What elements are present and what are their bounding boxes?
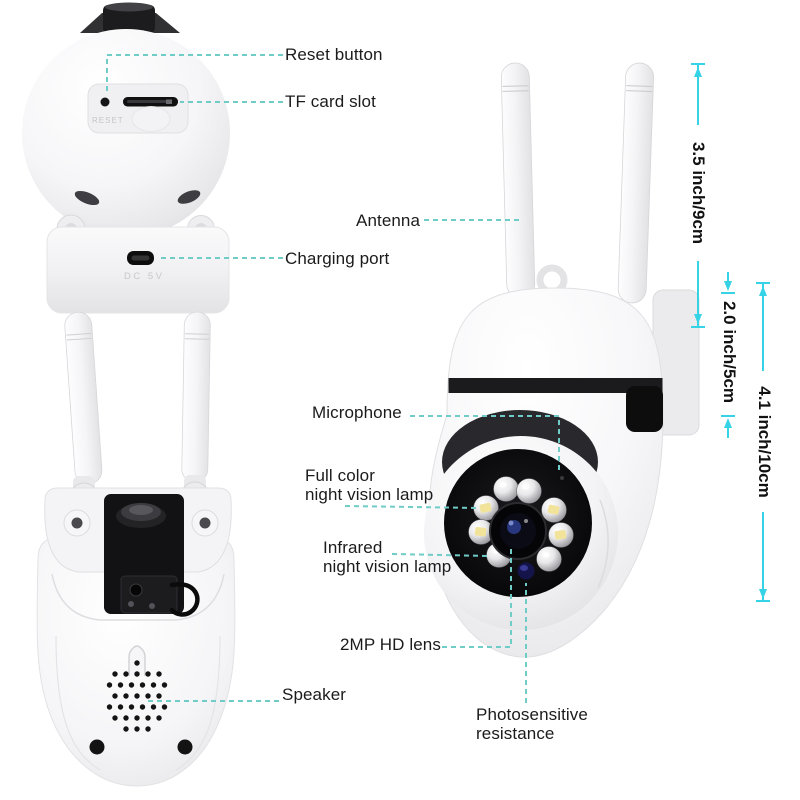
panel-seam [55, 635, 221, 771]
panel-bump [131, 106, 171, 132]
tf-card-slot-label: TF card slot [285, 92, 376, 111]
reset-button-callout-line [106, 54, 283, 95]
vent-slot-left [74, 190, 100, 206]
speaker-label: Speaker [282, 685, 347, 704]
antenna-height-dimension: 3.5 inch/9cm [689, 141, 708, 245]
photosensitive-label: Photosensitive resistance [476, 705, 588, 743]
ir-led [536, 546, 562, 572]
reset-button-label: Reset button [285, 45, 383, 64]
infrared-lamp-label: Infrared night vision lamp [323, 538, 452, 576]
dark-side-blob [626, 386, 663, 432]
bracket-seam [51, 573, 225, 621]
screw-boss-right [191, 509, 219, 537]
full-color-lamp-callout-line [344, 505, 480, 509]
camera-base [46, 226, 230, 314]
reset-button-dot [100, 97, 110, 107]
connector-block [120, 575, 178, 614]
cable-loop [169, 581, 200, 617]
full-color-led [468, 519, 494, 545]
infrared-lamp-callout-line [391, 553, 491, 557]
speaker-grille [106, 660, 168, 732]
camera-lens [489, 502, 547, 560]
ir-led [516, 478, 542, 504]
dark-band [448, 378, 663, 393]
dimension-antenna-height [691, 63, 705, 328]
camera-bottom-view-illustration [36, 311, 236, 787]
microphone-label: Microphone [312, 403, 402, 422]
hd-lens-callout-line [442, 549, 512, 648]
reset-engraving: RESET [92, 116, 124, 125]
microphone-hole [560, 476, 564, 480]
antenna-right [617, 62, 654, 304]
antenna-label: Antenna [356, 211, 421, 230]
ball-seam [597, 499, 609, 589]
dimension-head-height [721, 272, 735, 438]
bottom-screw-right [177, 739, 193, 755]
full-color-led [548, 522, 574, 548]
motor-cylinder [116, 503, 166, 528]
full-color-led [541, 497, 567, 523]
body-height-dimension: 4.1 inch/10cm [755, 386, 774, 498]
usb-charging-port [127, 251, 154, 265]
charging-port-label: Charging port [285, 249, 390, 268]
power-engraving: DC 5V [124, 271, 164, 282]
photosensitive-resistor [517, 562, 535, 580]
antenna-right [181, 311, 211, 483]
bottom-screw-left [89, 739, 105, 755]
camera-front-view-illustration [424, 62, 700, 658]
screw-boss-left [63, 509, 91, 537]
lens-module-top [80, 2, 180, 33]
dimension-body-height [756, 282, 770, 602]
vent-slot-right [177, 190, 201, 204]
hd-lens-label: 2MP HD lens [340, 635, 441, 654]
head-height-dimension: 2.0 inch/5cm [720, 300, 739, 404]
microphone-callout-line [410, 415, 560, 473]
tf-card-slot-shape [123, 97, 178, 107]
camera-back-view-illustration: RESET DC 5V [22, 2, 230, 314]
full-color-lamp-label: Full color night vision lamp [305, 466, 434, 504]
